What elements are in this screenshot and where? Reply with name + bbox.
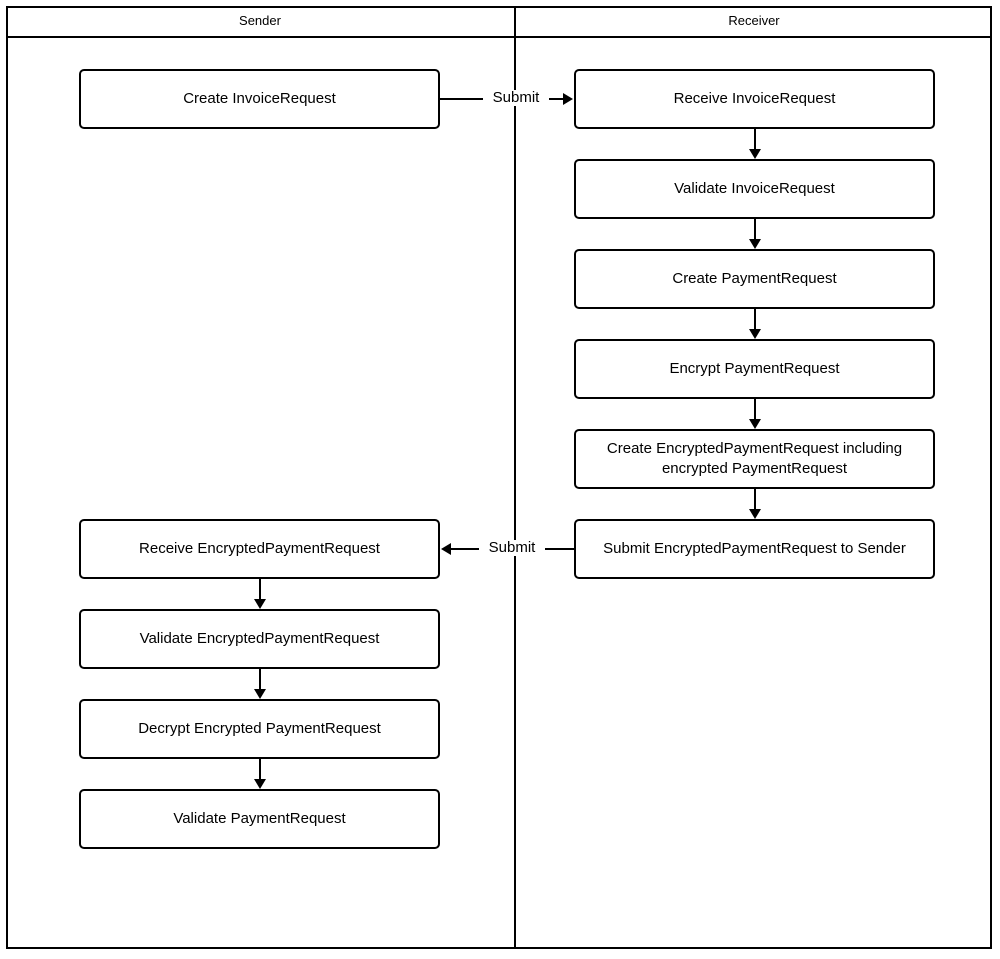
edge-n5-n6-arrowhead	[749, 419, 761, 429]
node-encrypt-paymentrequest[interactable]: Encrypt PaymentRequest	[574, 339, 935, 399]
edge-submit-invoicerequest-arrowhead	[563, 93, 573, 105]
edge-n8-n9-line	[259, 579, 261, 601]
node-create-invoicerequest[interactable]: Create InvoiceRequest	[79, 69, 440, 129]
edge-n2-n3-line	[754, 129, 756, 151]
swimlane-header-rule	[6, 36, 992, 38]
edge-n10-n11-arrowhead	[254, 779, 266, 789]
node-create-paymentrequest[interactable]: Create PaymentRequest	[574, 249, 935, 309]
node-validate-invoicerequest[interactable]: Validate InvoiceRequest	[574, 159, 935, 219]
node-create-encryptedpaymentrequest[interactable]: Create EncryptedPaymentRequest including…	[574, 429, 935, 489]
edge-n5-n6-line	[754, 399, 756, 421]
node-decrypt-encrypted-paymentrequest[interactable]: Decrypt Encrypted PaymentRequest	[79, 699, 440, 759]
edge-n3-n4-arrowhead	[749, 239, 761, 249]
edge-n6-n7-arrowhead	[749, 509, 761, 519]
lane-title-sender: Sender	[239, 13, 281, 28]
edge-label-submit-encryptedpaymentrequest: Submit	[479, 540, 545, 556]
node-receive-encryptedpaymentrequest[interactable]: Receive EncryptedPaymentRequest	[79, 519, 440, 579]
edge-n8-n9-arrowhead	[254, 599, 266, 609]
edge-n4-n5-arrowhead	[749, 329, 761, 339]
node-validate-encryptedpaymentrequest[interactable]: Validate EncryptedPaymentRequest	[79, 609, 440, 669]
edge-n6-n7-line	[754, 489, 756, 511]
node-validate-paymentrequest[interactable]: Validate PaymentRequest	[79, 789, 440, 849]
edge-label-submit-invoicerequest: Submit	[483, 90, 549, 106]
swimlane-divider	[514, 6, 516, 949]
edge-n10-n11-line	[259, 759, 261, 781]
edge-n2-n3-arrowhead	[749, 149, 761, 159]
node-submit-encryptedpaymentrequest-to-sender[interactable]: Submit EncryptedPaymentRequest to Sender	[574, 519, 935, 579]
edge-n4-n5-line	[754, 309, 756, 331]
edge-n9-n10-arrowhead	[254, 689, 266, 699]
edge-submit-encryptedpaymentrequest-arrowhead	[441, 543, 451, 555]
node-receive-invoicerequest[interactable]: Receive InvoiceRequest	[574, 69, 935, 129]
lane-title-receiver: Receiver	[728, 13, 780, 28]
edge-n9-n10-line	[259, 669, 261, 691]
edge-n3-n4-line	[754, 219, 756, 241]
